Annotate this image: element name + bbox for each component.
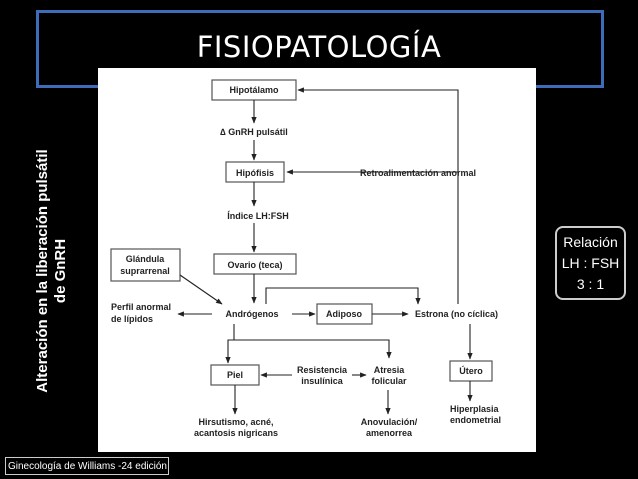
label-gnrh: ∆ GnRH pulsátil [220,127,288,137]
ratio-line3: 3 : 1 [576,276,605,292]
label-perfil-2: de lípidos [111,314,153,324]
side-label-line2: de GnRH [52,238,69,304]
side-label: Alteración en la liberación pulsátil de … [34,121,70,421]
label-anovulacion-2: amenorrea [366,428,413,438]
label-piel: Piel [227,370,243,380]
label-atresia-1: Atresia [374,365,406,375]
label-estrona: Estrona (no cíclica) [415,309,498,319]
label-indice: Índice LH:FSH [227,211,289,221]
label-hiperplasia-2: endometrial [450,415,501,425]
arrow-androgenos-piel [225,324,235,364]
ratio-box: Relación LH : FSH 3 : 1 [555,226,626,300]
source-citation: Ginecología de Williams -24 edición [5,457,169,475]
arrow-androgenos-estrona [265,287,421,305]
label-resistencia-1: Resistencia [297,365,348,375]
arrow-glandula-androgenos [179,274,223,305]
label-hirsutismo-2: acantosis nigricans [194,428,278,438]
label-hirsutismo-1: Hirsutismo, acné, [198,417,273,427]
ovario-box [213,253,297,275]
label-hipotalamo: Hipotálamo [229,85,279,95]
label-utero: Útero [459,365,483,376]
label-perfil-1: Perfil anormal [111,302,171,312]
label-resistencia-2: insulínica [301,376,344,386]
label-adiposo: Adiposo [326,309,362,319]
label-anovulacion-1: Anovulación/ [361,417,418,427]
side-label-line1: Alteración en la liberación pulsátil [34,149,51,393]
diagram-svg: Hipotálamo ∆ GnRH pulsátil Hipófisis Índ… [110,79,501,438]
slide-title: FISIOPATOLOGÍA [196,30,442,64]
label-ovario: Ovario (teca) [227,260,282,270]
glandula-box [110,248,181,282]
ratio-line2: LH : FSH [561,255,620,271]
label-androgenos: Andrógenos [226,309,279,319]
pathophysiology-diagram: Hipotálamo ∆ GnRH pulsátil Hipófisis Índ… [98,68,536,452]
arrow-retro-hipotalamo [297,87,459,172]
hipofisis-box [225,161,285,183]
label-retro: Retroalimentación anormal [360,168,476,178]
label-hiperplasia-1: Hiperplasia [450,404,500,414]
label-atresia-2: folicular [371,376,407,386]
ratio-line1: Relación [563,234,618,250]
label-glandula-1: Glándula [126,254,165,264]
label-glandula-2: suprarrenal [120,266,170,276]
arrow-androgenos-atresia [234,339,392,359]
utero-box [449,360,493,382]
label-hipofisis: Hipófisis [236,168,274,178]
